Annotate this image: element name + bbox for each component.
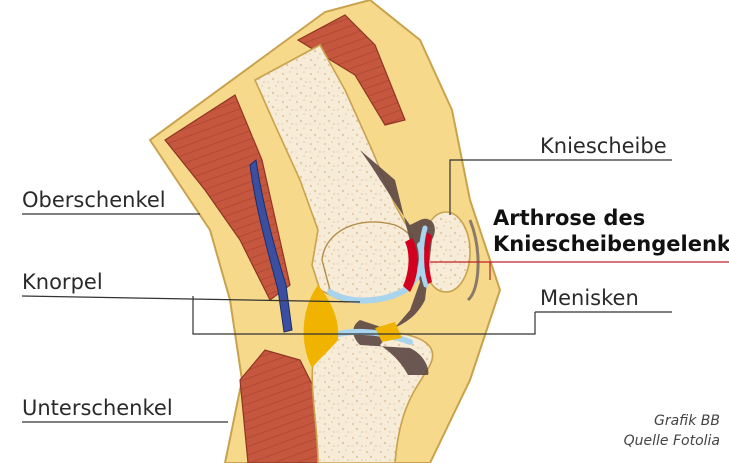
label-arthrose-line2: Kniescheibengelenks	[493, 232, 729, 257]
label-knorpel: Knorpel	[22, 272, 103, 293]
credit-line1: Grafik BB	[654, 413, 720, 429]
label-unterschenkel: Unterschenkel	[22, 398, 173, 419]
label-arthrose-line1: Arthrose des	[493, 206, 645, 231]
credit-line2: Quelle Fotolia	[624, 433, 720, 449]
label-oberschenkel: Oberschenkel	[22, 190, 166, 211]
label-kniescheibe: Kniescheibe	[540, 136, 667, 157]
label-menisken: Menisken	[540, 288, 639, 309]
